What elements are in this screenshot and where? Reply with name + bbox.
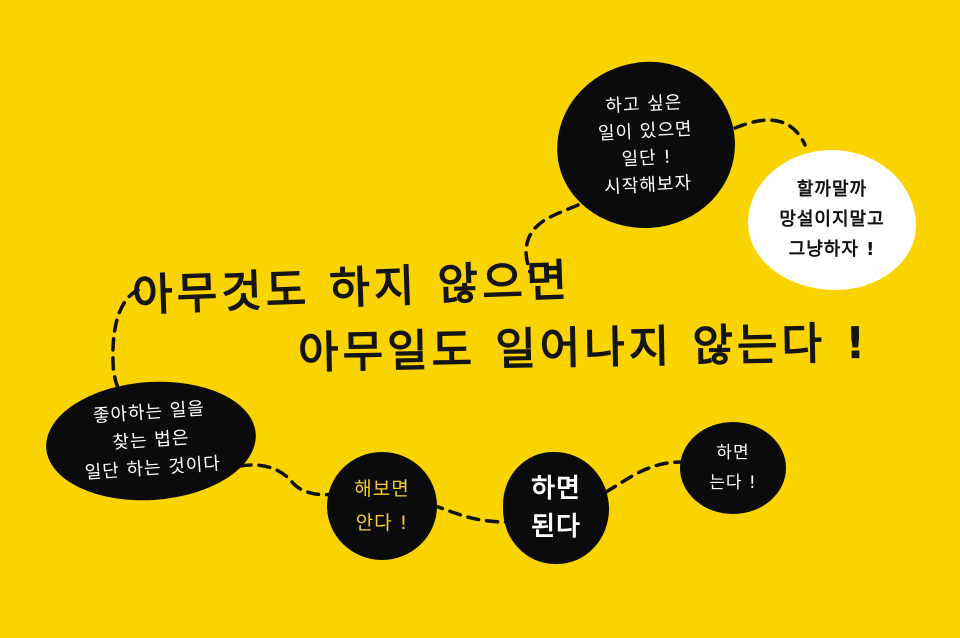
bubble-text: 는다 ! [709, 473, 757, 493]
headline-line-2: 아무일도 일어나지 않는다 ! [297, 318, 870, 379]
bubble-text: 일단 하는 것이다 [84, 453, 222, 484]
dash-left-to-try [238, 463, 337, 497]
bubble-text: 된다 [531, 512, 581, 542]
bubble-text: 일단 ! [621, 146, 673, 171]
bubble-find-what-you-like: 좋아하는 일을 찾는 법은 일단 하는 것이다 [42, 374, 260, 508]
bubble-text: 안다 ! [355, 512, 409, 534]
headline-line-1: 아무것도 하지 않으면 [131, 255, 572, 322]
bubble-do-and-done: 하면 된다 [503, 452, 609, 564]
bubble-text: 하면 [531, 474, 581, 504]
bubble-try-and-know: 해보면 안다 ! [327, 452, 437, 560]
bubble-text: 일이 있으면 [597, 118, 694, 145]
bubble-text: 할까말까 [796, 179, 868, 200]
bubble-start-now: 하고 싶은 일이 있으면 일단 ! 시작해보자 [552, 57, 740, 233]
dash-do-to-right [604, 460, 684, 494]
bubble-text: 하면 [716, 443, 750, 463]
dash-top-to-white [733, 118, 807, 147]
bubble-text: 시작해보자 [603, 172, 693, 199]
bubble-text: 해보면 [354, 478, 410, 500]
bubble-text: 하고 싶은 [604, 92, 683, 118]
bubble-do-and-grow: 하면 는다 ! [680, 422, 786, 514]
bubble-text: 좋아하는 일을 [92, 398, 206, 427]
bubble-just-do-it: 할까말까 망설이지말고 그냥하자 ! [748, 150, 916, 290]
bubble-text: 망설이지말고 [779, 209, 885, 230]
dash-try-to-do [430, 503, 510, 524]
bubble-text: 그냥하자 ! [788, 239, 876, 260]
